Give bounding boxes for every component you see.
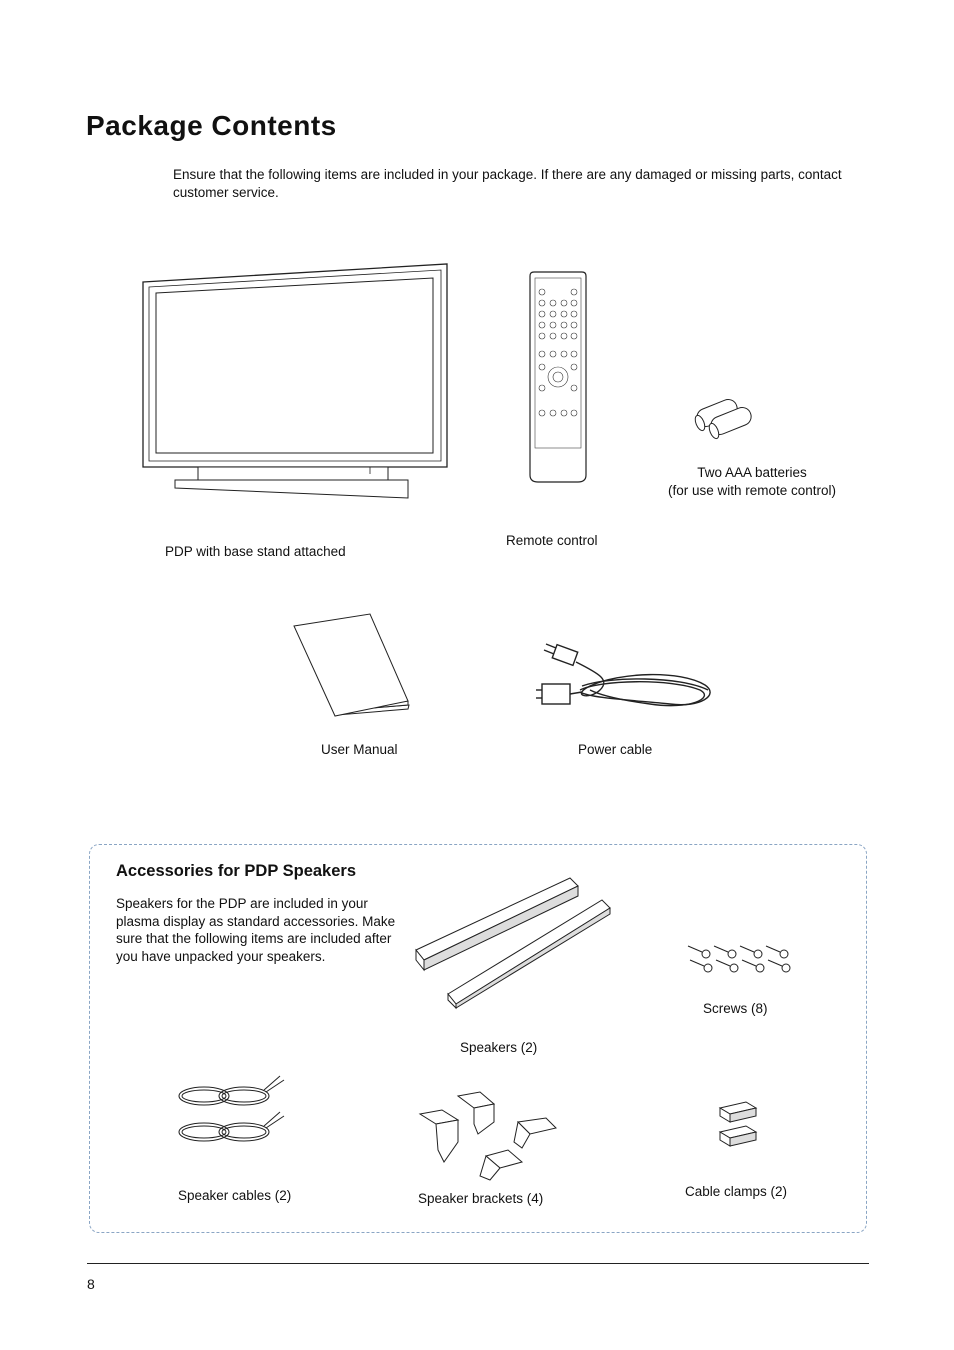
pdp-illustration: [142, 263, 448, 499]
speaker-brackets-illustration: [418, 1091, 557, 1181]
page-title: Package Contents: [86, 110, 337, 141]
power-cable-caption: Power cable: [578, 742, 653, 757]
user-manual-illustration: [293, 613, 410, 717]
pdp-caption: PDP with base stand attached: [165, 544, 346, 559]
screws-illustration: [687, 945, 791, 973]
speakers-illustration: [415, 877, 611, 1010]
accessories-box: [89, 844, 867, 1233]
power-cable-illustration: [536, 643, 711, 707]
batteries-illustration: [694, 399, 752, 440]
remote-caption: Remote control: [506, 533, 598, 548]
speaker-cables-caption: Speaker cables (2): [178, 1188, 292, 1203]
intro-paragraph: Ensure that the following items are incl…: [173, 167, 842, 200]
batteries-caption-line2: (for use with remote control): [667, 483, 837, 498]
page-number: 8: [87, 1276, 95, 1292]
cable-clamps-caption: Cable clamps (2): [685, 1184, 788, 1199]
screws-caption: Screws (8): [703, 1001, 768, 1016]
batteries-caption-line1: Two AAA batteries: [697, 465, 807, 480]
remote-control-illustration: [529, 271, 587, 483]
speaker-cables-illustration: [178, 1075, 285, 1142]
speaker-brackets-caption: Speaker brackets (4): [418, 1191, 544, 1206]
accessories-title: Accessories for PDP Speakers: [116, 862, 356, 880]
speakers-caption: Speakers (2): [460, 1040, 538, 1055]
accessories-description: Speakers for the PDP are included in you…: [116, 896, 396, 964]
cable-clamps-illustration: [718, 1101, 758, 1147]
footer-divider: [87, 1263, 869, 1264]
manual-caption: User Manual: [321, 742, 398, 757]
